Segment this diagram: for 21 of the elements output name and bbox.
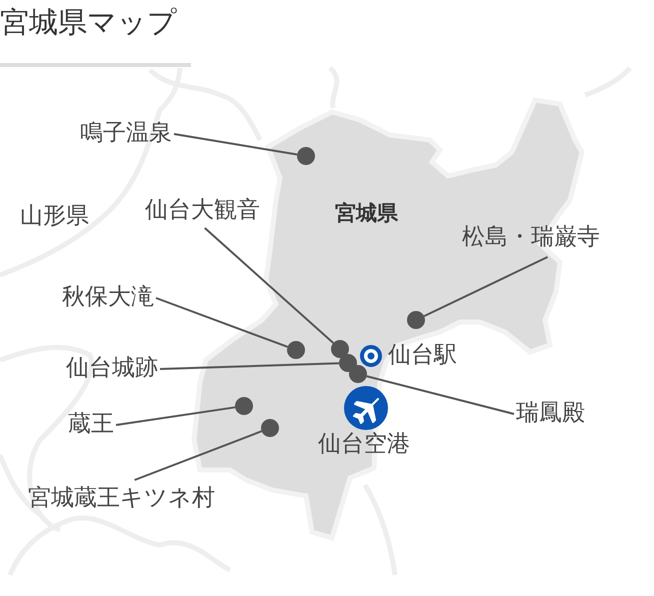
place-label: 宮城蔵王キツネ村 [28, 484, 215, 512]
place-label: 蔵王 [68, 410, 114, 438]
place-label: 仙台大観音 [145, 196, 260, 224]
leader-line [160, 362, 340, 370]
leader-line [366, 375, 514, 415]
place-label: 秋保大滝 [62, 283, 154, 311]
leader-line [116, 406, 236, 426]
leader-line [424, 256, 548, 318]
station-label: 仙台駅 [388, 341, 457, 369]
leader-line [134, 430, 262, 481]
page-title: 宮城県マップ [0, 4, 177, 40]
prefecture-label: 宮城県 [335, 200, 398, 227]
place-label: 松島・瑞巌寺 [462, 223, 600, 251]
place-label: 仙台城跡 [66, 354, 158, 382]
leader-line [156, 297, 288, 348]
prefecture-label: 山形県 [20, 202, 89, 230]
place-label: 瑞鳳殿 [516, 399, 585, 427]
leader-line [204, 227, 334, 344]
place-label: 鳴子温泉 [80, 119, 172, 147]
airport-label: 仙台空港 [318, 430, 410, 458]
leader-line [174, 133, 298, 156]
